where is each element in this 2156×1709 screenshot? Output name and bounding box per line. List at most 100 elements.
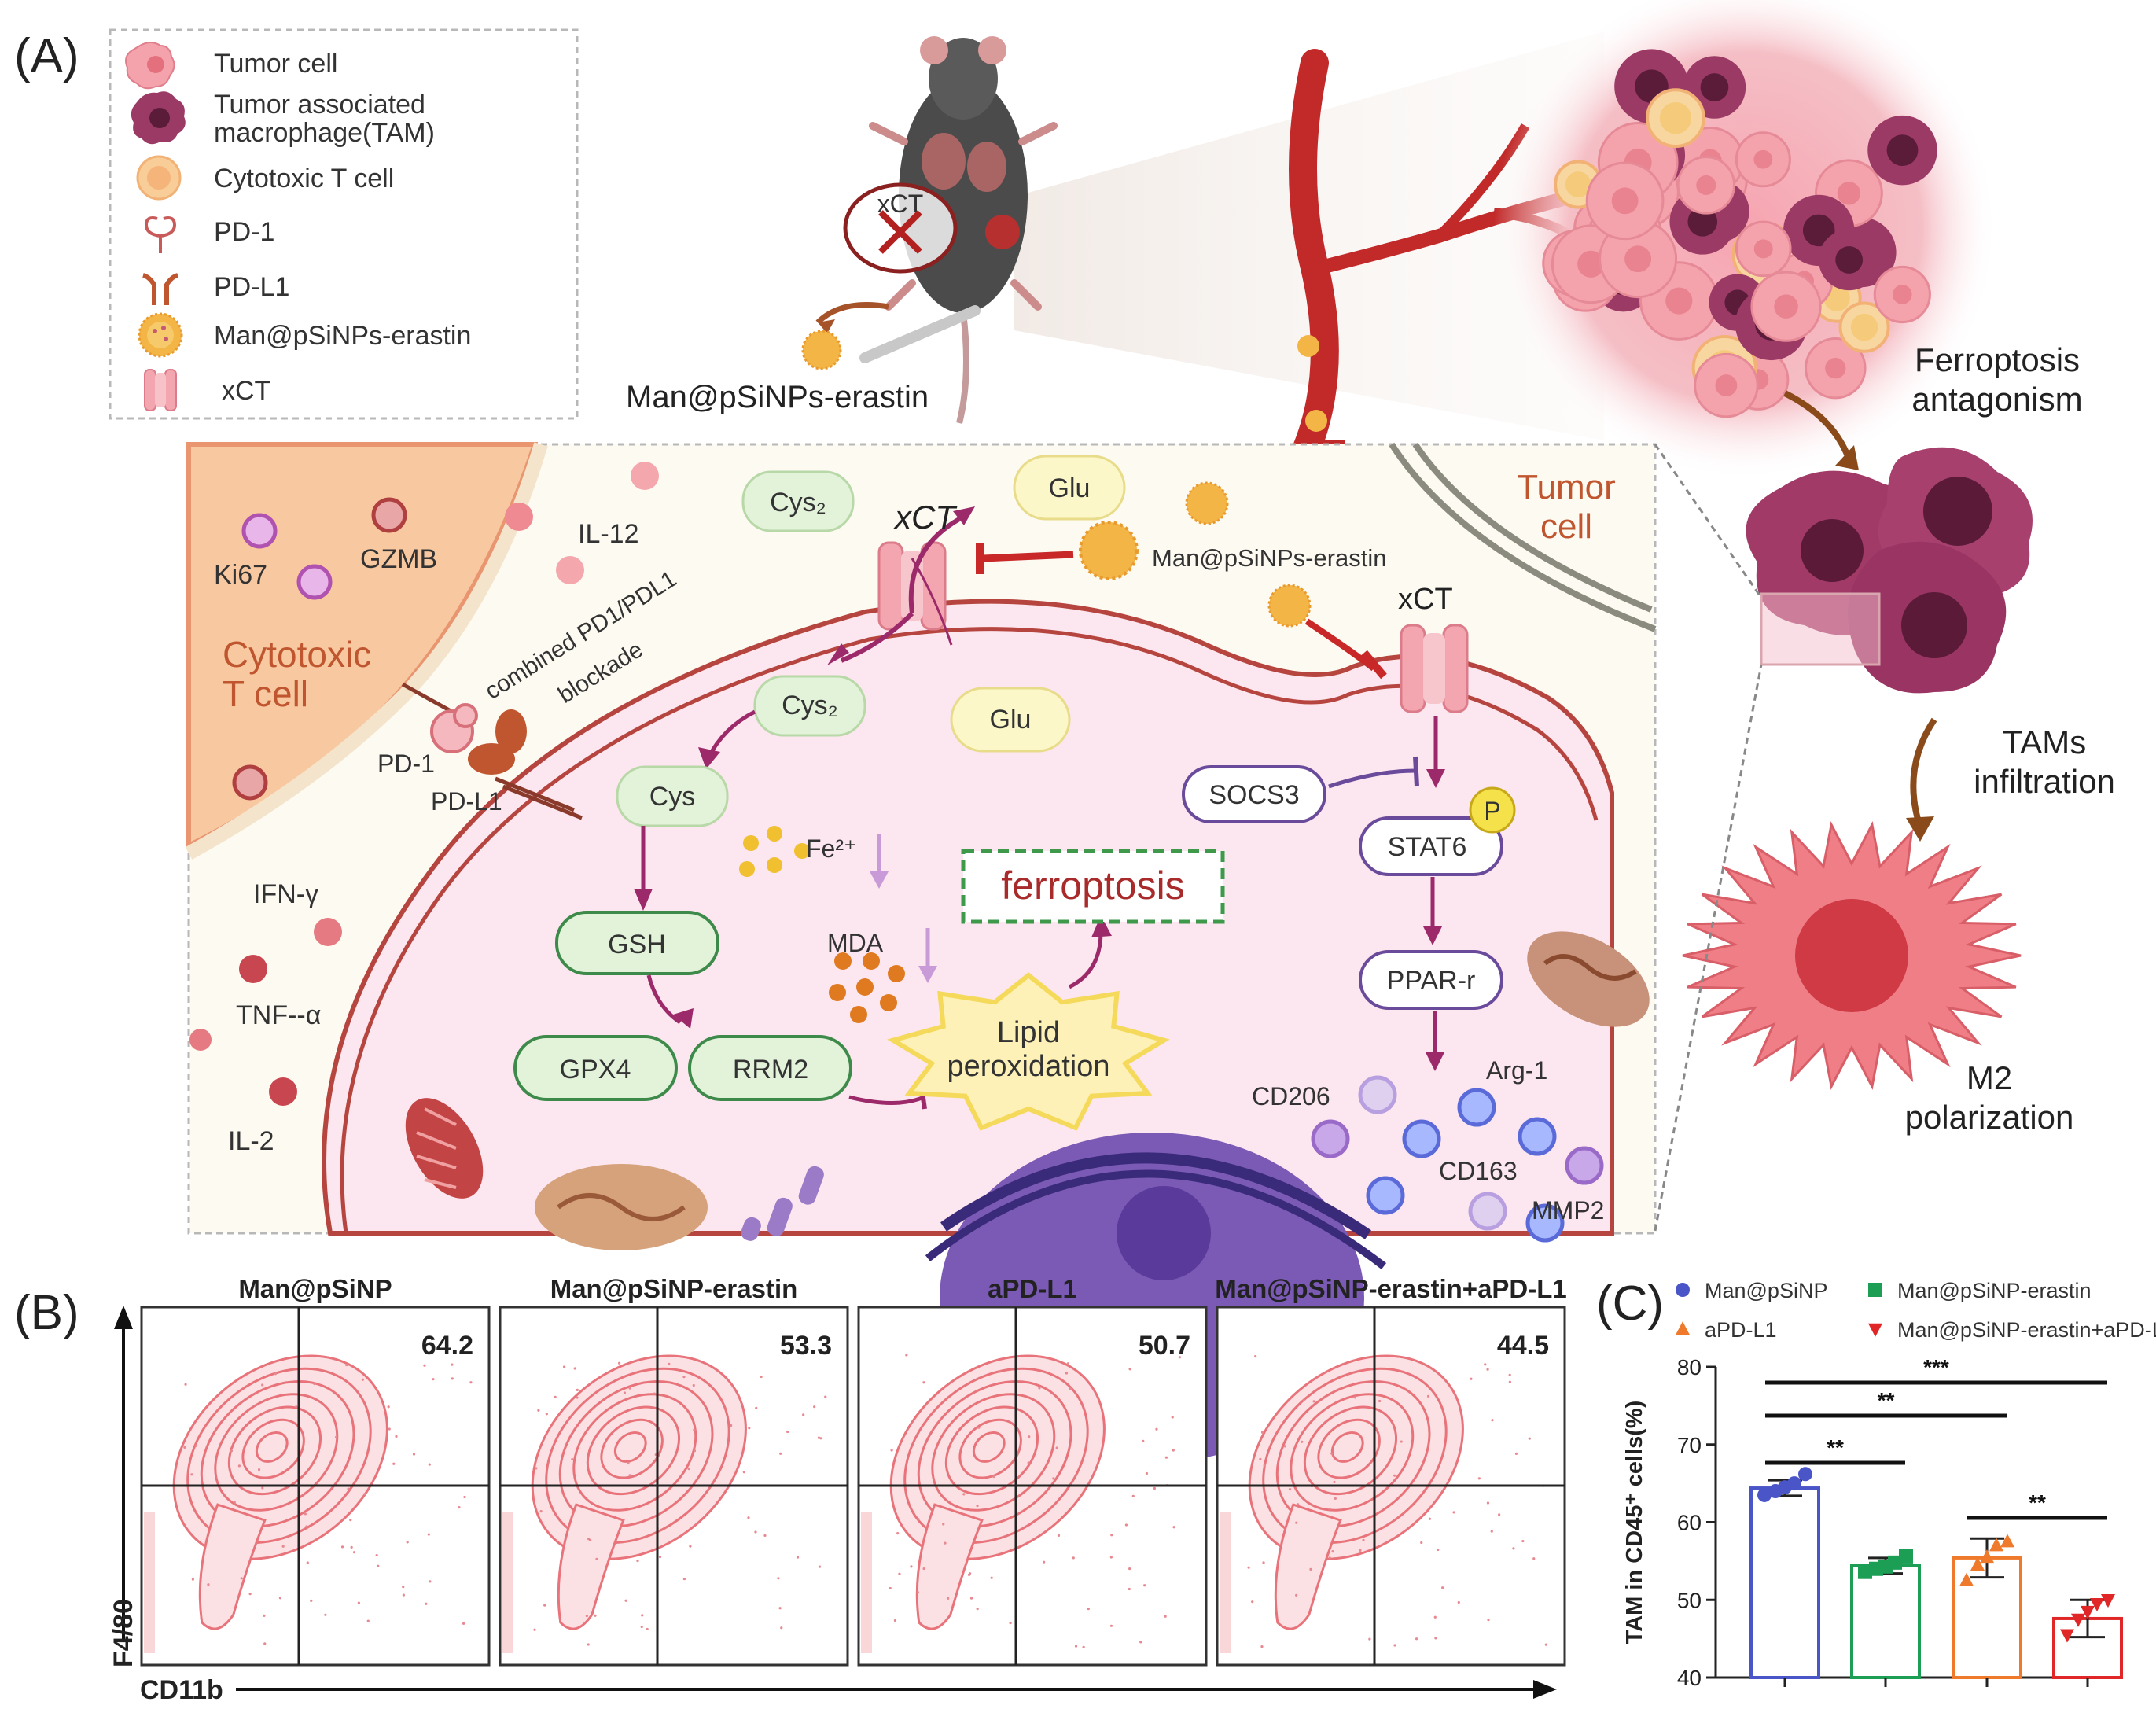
legend-label-tam-2: macrophage(TAM) <box>214 118 435 148</box>
mda-particles <box>829 952 905 1023</box>
chart-legend-label: Man@pSiNP-erastin <box>1897 1279 2092 1302</box>
data-point <box>1899 1549 1913 1564</box>
data-point <box>2081 1605 2095 1619</box>
data-point <box>2000 1534 2014 1548</box>
flow-cytometry-panels: Man@pSiNP64.2Man@pSiNP-erastin53.3aPD-L1… <box>140 1274 1567 1667</box>
panel-label-c: (C) <box>1596 1276 1664 1331</box>
legend-label-xct: xCT <box>222 376 270 406</box>
significance-label: ** <box>2029 1490 2046 1515</box>
erastin-inhibit-main <box>982 551 1074 562</box>
chart-legend-label: Man@pSiNP <box>1705 1279 1827 1302</box>
density-contour <box>903 1367 1089 1545</box>
lipid-label-1: Lipid <box>997 1016 1060 1049</box>
mitochondrion-left <box>405 1098 484 1199</box>
il12-label: IL-12 <box>578 519 639 549</box>
glu-outside-box <box>1013 455 1126 521</box>
glu-outside-label: Glu <box>1049 473 1091 503</box>
data-point <box>1787 1476 1801 1491</box>
density-tail <box>198 1503 267 1630</box>
legend-marker <box>1676 1321 1690 1335</box>
cd163-label: CD163 <box>1439 1157 1518 1185</box>
injection-label: Man@pSiNPs-erastin <box>626 380 929 414</box>
nanoparticle-main <box>1079 521 1139 580</box>
chart-y-tick-label: 60 <box>1677 1511 1702 1535</box>
data-point <box>1757 1487 1772 1502</box>
chart-y-tick-label: 70 <box>1677 1433 1702 1457</box>
ferroptosis-box <box>961 849 1225 924</box>
m2-polarization-label-1: M2 <box>1967 1059 2012 1096</box>
legend-label-tumor-cell: Tumor cell <box>214 49 337 79</box>
chart-y-axis-label: TAM in CD45⁺ cells(%) <box>1622 1401 1647 1645</box>
gzmb-label: GZMB <box>360 544 437 574</box>
bar <box>1850 1564 1921 1680</box>
chart-y-tick-label: 50 <box>1677 1588 1702 1612</box>
chart-y-tick-label: 40 <box>1677 1666 1702 1690</box>
data-point <box>1858 1564 1872 1579</box>
quadrant-percentage: 44.5 <box>1497 1331 1549 1361</box>
phospho-label: P <box>1484 797 1500 825</box>
mitochondrion-bottom <box>535 1164 708 1250</box>
density-contour <box>186 1367 372 1545</box>
density-contour <box>1330 1431 1364 1463</box>
density-contour <box>917 1380 1072 1528</box>
density-tail <box>557 1503 625 1630</box>
quadrant-percentage: 50.7 <box>1139 1331 1190 1361</box>
cd206-label: CD206 <box>1252 1082 1330 1110</box>
legend-label-pd1: PD-1 <box>214 217 274 247</box>
bar <box>1749 1486 1820 1680</box>
arg1-label: Arg-1 <box>1486 1056 1547 1085</box>
chart-legend-label: Man@pSiNP-erastin+aPD-L1 <box>1897 1318 2156 1342</box>
socs3-label: SOCS3 <box>1209 780 1299 810</box>
knockout-x-icon <box>878 210 922 254</box>
socs3-box <box>1182 765 1326 823</box>
fe-ions <box>739 826 810 877</box>
legend-label-pdl1: PD-L1 <box>214 272 289 302</box>
data-point <box>1980 1549 1994 1564</box>
data-point <box>2060 1629 2074 1643</box>
cys-label: Cys <box>649 782 696 812</box>
chart-y-tick-label: 80 <box>1677 1355 1702 1379</box>
data-point <box>1798 1467 1812 1482</box>
gsh-label: GSH <box>608 930 666 959</box>
stat6-box <box>1359 816 1503 876</box>
rrm2-box <box>688 1035 852 1101</box>
chart-legend-label: aPD-L1 <box>1705 1318 1777 1342</box>
glu-inside-box <box>950 687 1071 753</box>
y-axis-label: F4/80 <box>109 1599 138 1667</box>
gpx4-label: GPX4 <box>560 1055 631 1085</box>
il2-label: IL-2 <box>228 1126 274 1156</box>
gsh-box <box>555 911 719 975</box>
gpx4-box <box>513 1035 678 1101</box>
xct-main-label: xCT <box>893 499 958 536</box>
flow-panel-title: aPD-L1 <box>988 1274 1077 1303</box>
density-contour <box>545 1367 730 1545</box>
flow-panel: aPD-L1 50.7 <box>857 1274 1208 1667</box>
density-tail <box>915 1503 984 1630</box>
tumor-cell-icon <box>125 42 175 90</box>
legend-marker <box>1868 1323 1882 1337</box>
pd1-receptor <box>430 703 478 753</box>
data-point <box>2101 1594 2115 1608</box>
chart-legend-item: Man@pSiNP <box>1676 1279 1827 1302</box>
cys2-outside-label: Cys₂ <box>770 488 826 517</box>
ppar-box <box>1359 950 1503 1010</box>
stat6-label: STAT6 <box>1388 832 1467 862</box>
significance-label: ** <box>1878 1388 1895 1413</box>
data-point <box>2071 1613 2085 1627</box>
pdl1-icon <box>142 273 178 305</box>
xct-icon <box>144 369 177 411</box>
panel-label-b: (B) <box>14 1286 79 1340</box>
cys-box <box>616 765 729 827</box>
tumor-cell-label-2: cell <box>1540 507 1592 546</box>
xct-transporter-right <box>1400 624 1469 713</box>
chart-legend-item: Man@pSiNP-erastin <box>1868 1279 2092 1302</box>
legend-label-tam-1: Tumor associated <box>214 90 425 120</box>
pd1-label: PD-1 <box>377 750 435 778</box>
cytotoxic-t-cell-label-1: Cytotoxic <box>223 634 371 675</box>
data-point <box>1888 1555 1902 1570</box>
legend-label-nanoparticle: Man@pSiNPs-erastin <box>214 321 471 351</box>
density-tail <box>1274 1503 1342 1630</box>
injected-nanoparticle-icon <box>801 330 842 370</box>
